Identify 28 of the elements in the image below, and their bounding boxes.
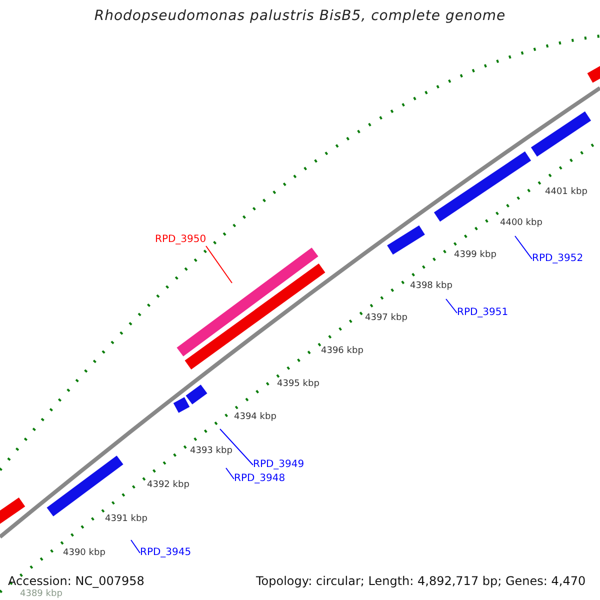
scale-label: 4392 kbp: [147, 480, 190, 491]
scale-label: 4393 kbp: [190, 446, 232, 457]
scale-label: 4397 kbp: [365, 313, 408, 324]
leader-line: [514, 236, 532, 260]
leader-line: [226, 468, 234, 480]
title: Rhodopseudomonas palustris BisB5, complete genome: [93, 8, 507, 25]
scale-label: 4394 kbp: [234, 412, 276, 423]
scale-label: 4396 kbp: [321, 346, 364, 357]
footer-text: Accession: NC_007958: [8, 574, 144, 588]
gene-label: RPD_3948: [234, 473, 286, 485]
scale-label: 4400 kbp: [500, 218, 542, 229]
leader-line: [206, 246, 232, 284]
scale-label: 4389 kbp: [20, 589, 62, 600]
scale-label: 4391 kbp: [105, 514, 148, 525]
scale-label: 4401 kbp: [545, 187, 588, 198]
leader-line: [130, 540, 140, 554]
scale-label: 4395 kbp: [277, 379, 320, 390]
gene-label: RPD_3945: [140, 547, 192, 559]
footer-text: Topology: circular; Length: 4,892,717 bp; Genes: 4,470: [256, 574, 586, 588]
scale-label: 4390 kbp: [63, 548, 106, 559]
gene-label: RPD_3950: [155, 234, 206, 246]
scale-label: 4398 kbp: [410, 281, 452, 292]
scale-label: 4399 kbp: [454, 250, 496, 261]
gene-label: RPD_3952: [532, 253, 584, 265]
gene-label: RPD_3949: [253, 459, 304, 471]
leader-line: [220, 428, 254, 466]
leader-line: [446, 298, 458, 314]
gene-label: RPD_3951: [457, 307, 508, 319]
